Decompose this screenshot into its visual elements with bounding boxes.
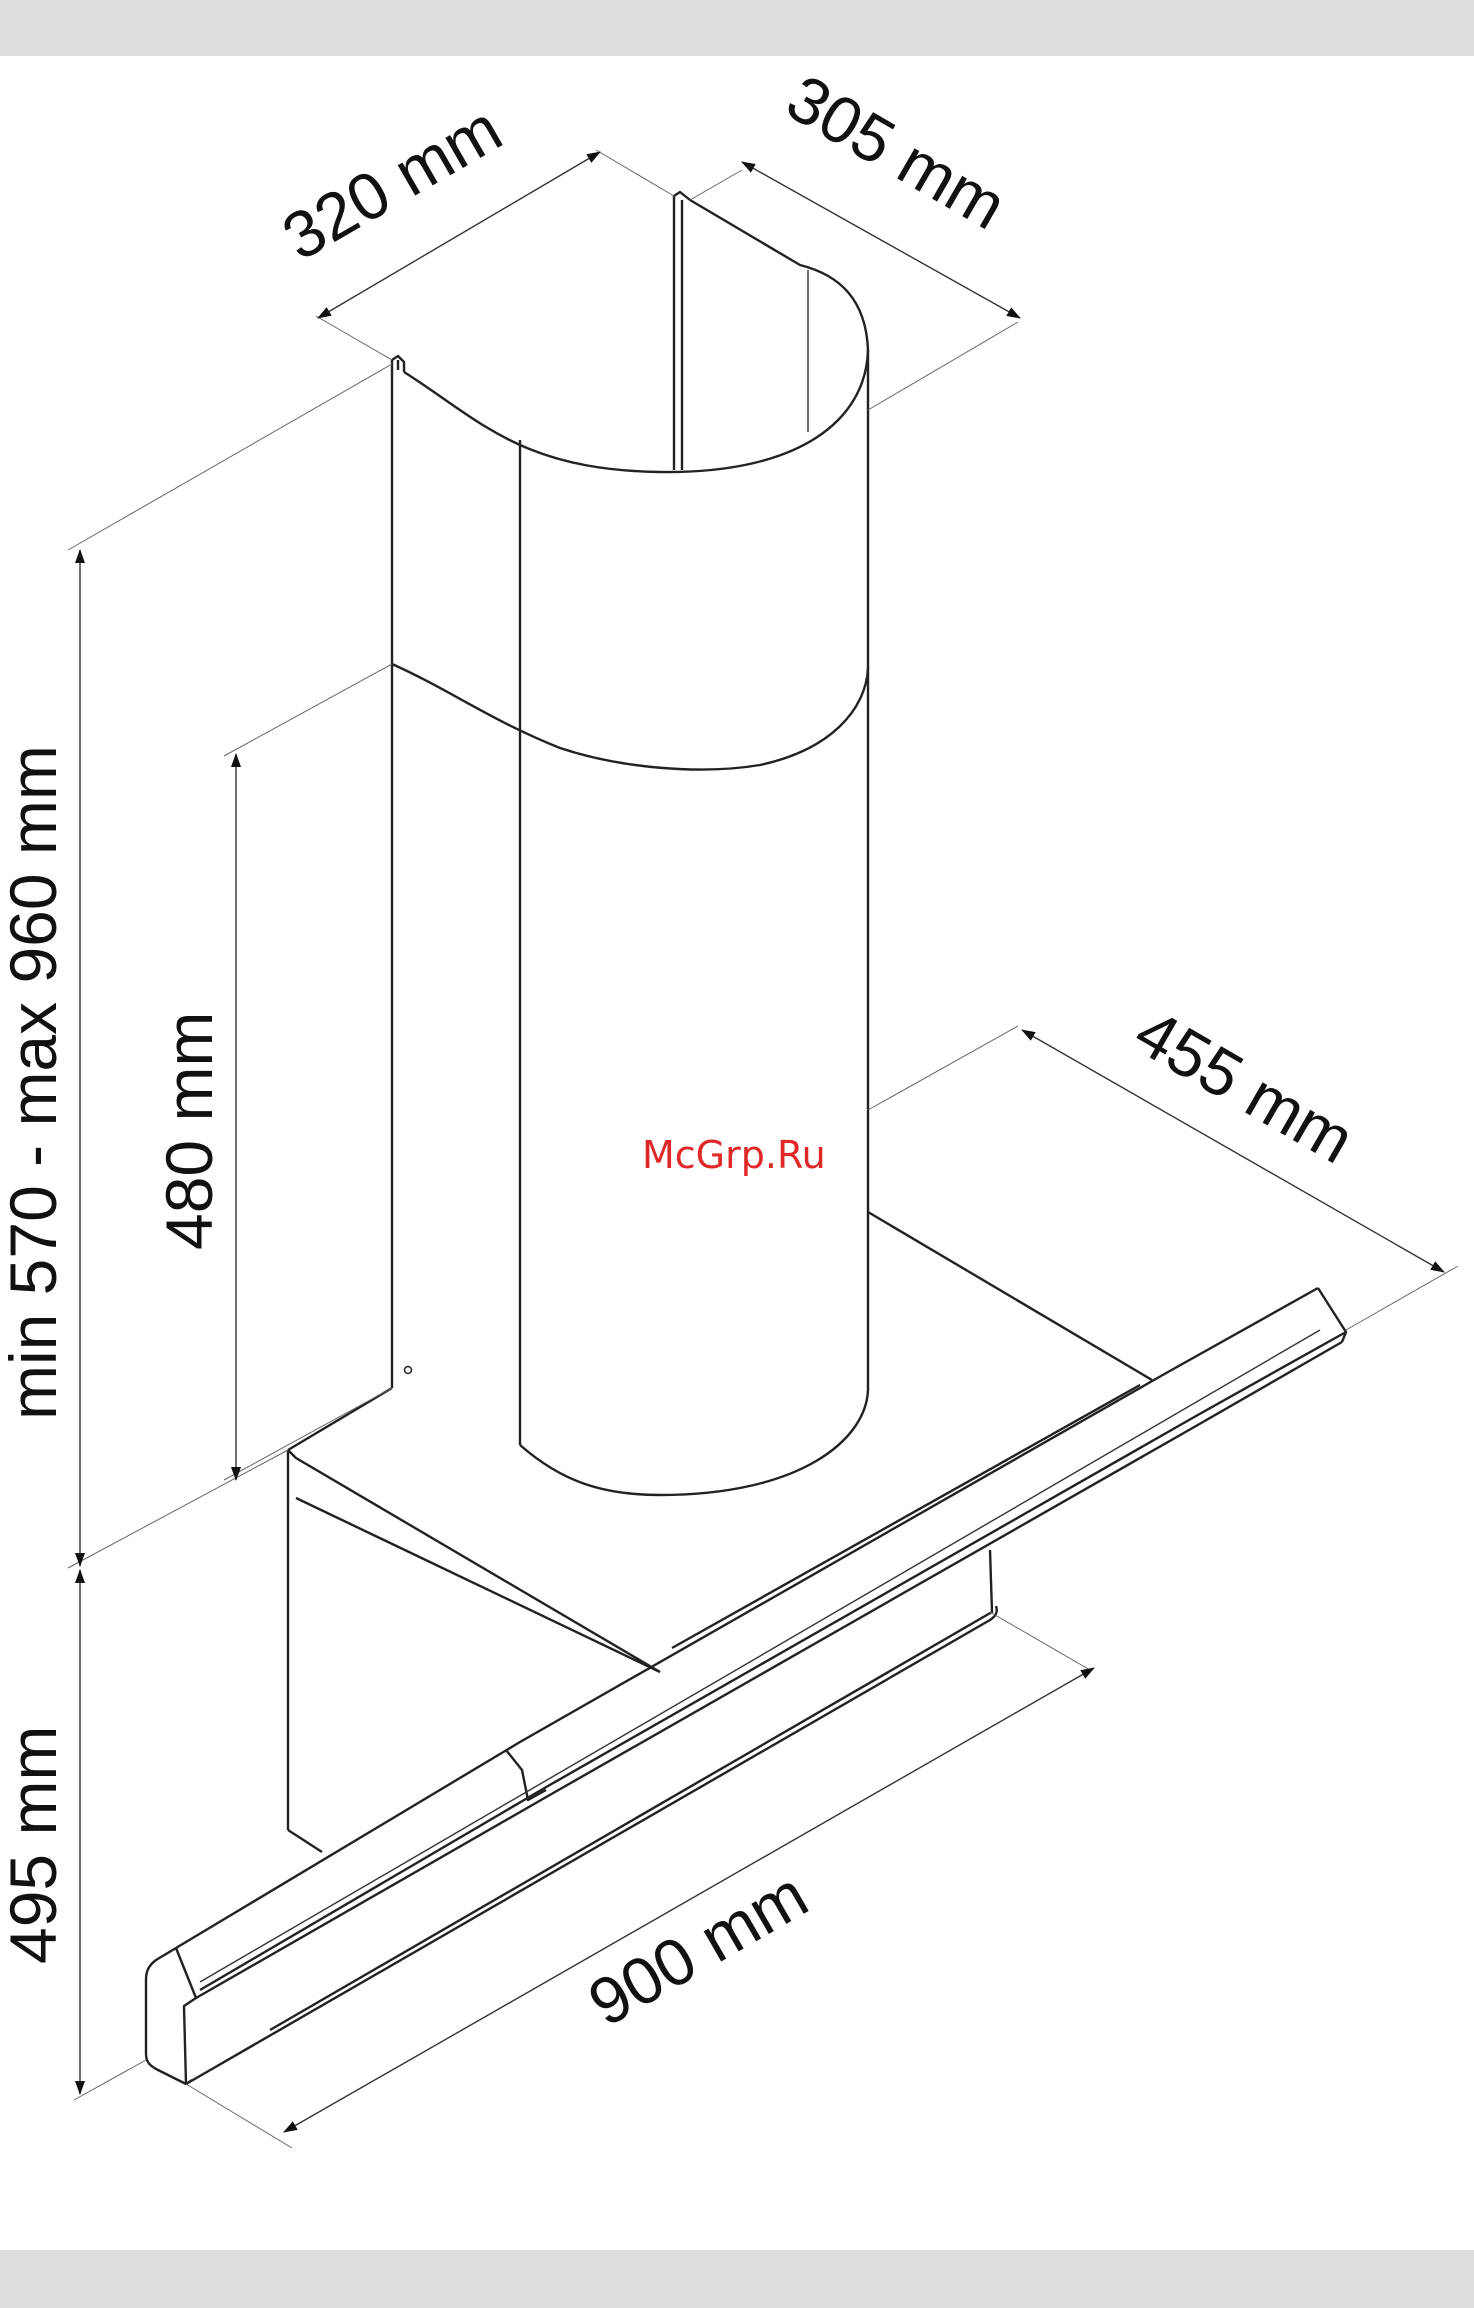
- chimney: [392, 192, 868, 1495]
- chimney-height-label: min 570 - max 960 mm: [0, 745, 70, 1420]
- hood-height-label: 495 mm: [0, 1726, 70, 1964]
- chimney-width-label: 305 mm: [775, 60, 1018, 243]
- hood-depth-label: 455 mm: [1123, 994, 1366, 1177]
- hood-width-label: 900 mm: [576, 1857, 819, 2040]
- lower-chimney-height-label: 480 mm: [152, 1012, 226, 1250]
- chimney-depth-label: 320 mm: [270, 91, 513, 274]
- watermark: McGrp.Ru: [642, 1133, 826, 1177]
- glass-panel: [146, 1288, 1346, 2084]
